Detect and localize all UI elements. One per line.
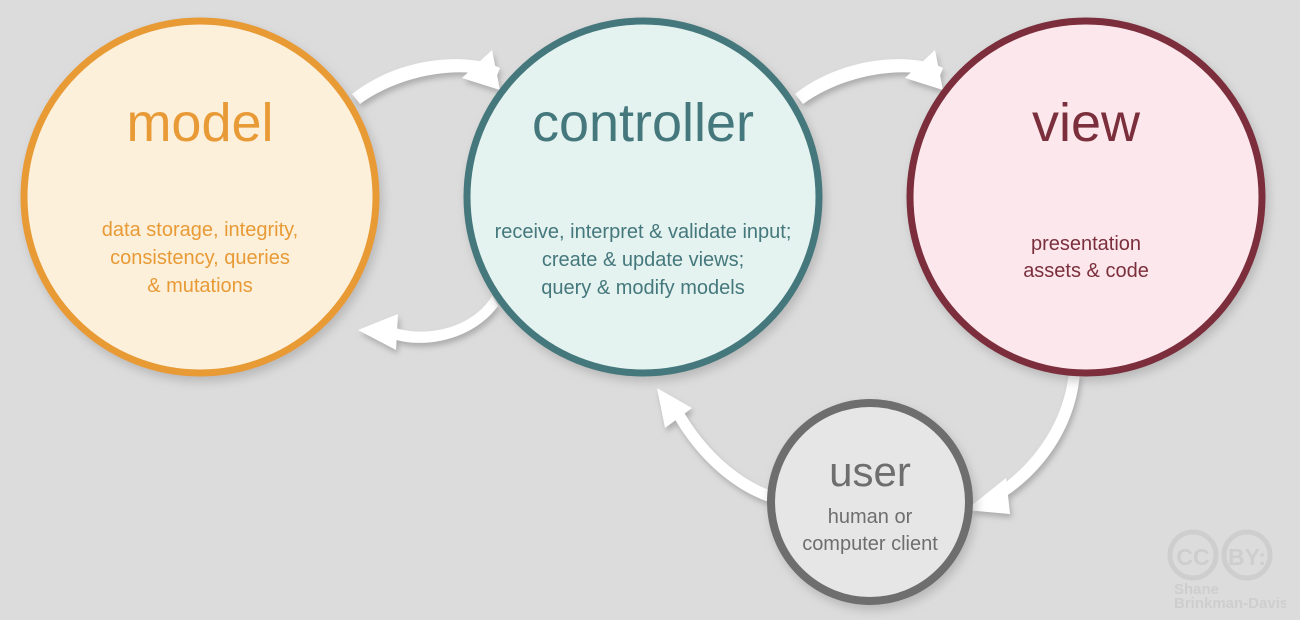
view-circle[interactable]: [906, 17, 1266, 377]
model-circle[interactable]: [20, 17, 380, 377]
by-circle-icon: [1221, 529, 1273, 581]
arrow-head: [462, 50, 500, 90]
model-desc-line-1: data storage, integrity,: [102, 219, 298, 241]
user-desc-line-2: computer client: [802, 533, 938, 555]
arrow-head: [358, 314, 398, 350]
arrow-model-to-controller: [352, 50, 500, 104]
view-desc-line-1: presentation: [1031, 233, 1141, 255]
author-name-line-1: Shane: [1174, 581, 1219, 598]
arrow-view-to-user: [966, 371, 1080, 514]
node-model[interactable]: model data storage, integrity, consisten…: [20, 17, 380, 377]
controller-desc-line-1: receive, interpret & validate input;: [495, 221, 792, 243]
user-desc-line-1: human or: [828, 506, 913, 528]
user-circle[interactable]: [767, 399, 973, 605]
node-controller[interactable]: controller receive, interpret & validate…: [463, 17, 823, 377]
arrow-shaft: [386, 296, 498, 343]
arrow-shaft: [352, 59, 500, 104]
controller-desc-line-3: query & modify models: [541, 277, 744, 299]
user-title: user: [829, 448, 911, 495]
model-desc-line-3: & mutations: [147, 275, 253, 297]
arrow-head: [966, 478, 1010, 514]
cc-label: CC: [1176, 544, 1209, 570]
arrow-shaft: [672, 409, 783, 505]
view-desc-line-2: assets & code: [1023, 260, 1149, 282]
by-label: BY:: [1228, 544, 1266, 570]
node-view[interactable]: view presentation assets & code: [906, 17, 1266, 377]
model-title: model: [126, 93, 273, 153]
cc-circle-icon: [1167, 529, 1219, 581]
author-name-line-2: Brinkman-Davis: [1174, 595, 1286, 610]
cc-license-icon: CC: [1167, 529, 1219, 581]
arrow-controller-to-model: [358, 296, 498, 350]
view-title: view: [1032, 93, 1141, 153]
controller-title: controller: [532, 93, 754, 153]
arrow-controller-to-view: [795, 50, 943, 104]
node-user[interactable]: user human or computer client: [767, 399, 973, 605]
controller-desc-line-2: create & update views;: [542, 249, 744, 271]
arrow-head: [657, 388, 692, 428]
arrow-user-to-controller: [657, 388, 783, 505]
by-license-icon: BY:: [1221, 529, 1273, 581]
creative-commons-attribution: CC BY: Shane Brinkman-Davis: [1167, 529, 1286, 610]
arrow-shaft: [795, 59, 943, 104]
controller-circle[interactable]: [463, 17, 823, 377]
model-desc-line-2: consistency, queries: [110, 247, 290, 269]
arrow-head: [905, 50, 943, 90]
